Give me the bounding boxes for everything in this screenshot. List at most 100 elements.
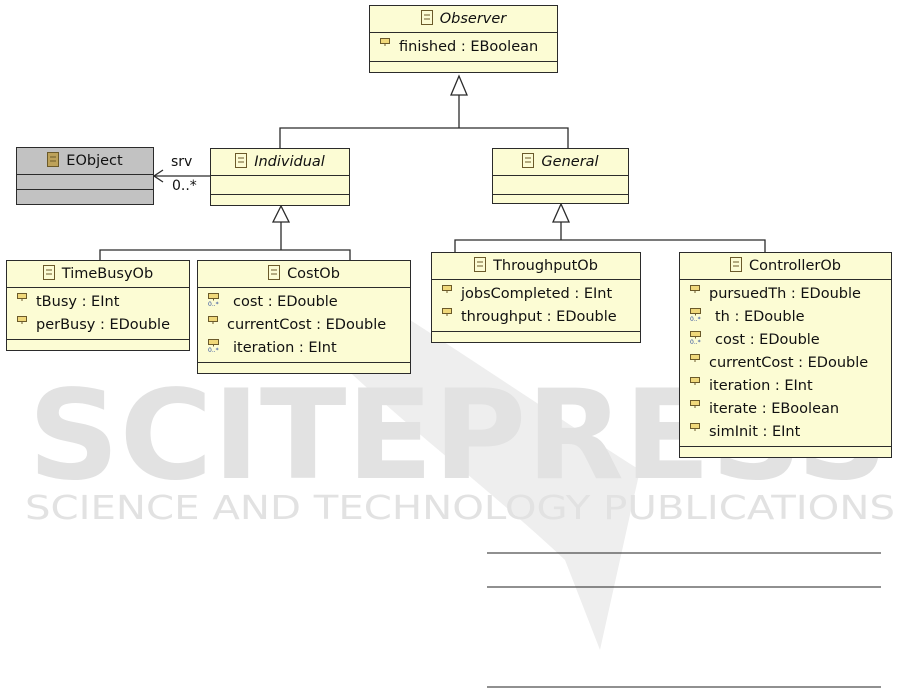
operation-compartment: [493, 195, 628, 205]
attribute-icon: [16, 315, 30, 334]
attribute-row[interactable]: finished : EBoolean: [370, 35, 557, 58]
attribute-text: iterate : EBoolean: [709, 400, 840, 417]
class-header: TimeBusyOb: [7, 261, 189, 288]
attribute-text: cost : EDouble: [233, 293, 338, 310]
attribute-text: currentCost : EDouble: [709, 354, 869, 371]
operation-compartment: [680, 447, 891, 457]
operation-compartment: [370, 62, 557, 72]
attribute-icon: [689, 284, 703, 303]
svg-text:0..*: 0..*: [690, 339, 701, 345]
attribute-text: th : EDouble: [715, 308, 805, 325]
association-role-label: srv: [171, 154, 193, 170]
class-costob[interactable]: CostOb 0..* cost : EDouble currentCost :…: [197, 260, 411, 374]
class-icon: [47, 151, 60, 171]
attribute-many-icon: 0..*: [207, 292, 227, 311]
class-header: Individual: [211, 149, 349, 176]
class-name: General: [541, 154, 599, 170]
class-header: CostOb: [198, 261, 410, 288]
attribute-icon: [689, 353, 703, 372]
attribute-row[interactable]: iteration : EInt: [680, 374, 891, 397]
attribute-row[interactable]: iterate : EBoolean: [680, 397, 891, 420]
class-individual[interactable]: Individual: [210, 148, 350, 206]
attribute-compartment: tBusy : EInt perBusy : EDouble: [7, 288, 189, 340]
association-multiplicity-label: 0..*: [172, 178, 197, 194]
attribute-text: tBusy : EInt: [36, 293, 120, 310]
class-observer[interactable]: Observer finished : EBoolean: [369, 5, 558, 73]
class-name: EObject: [66, 153, 123, 169]
attribute-text: jobsCompleted : EInt: [461, 285, 613, 302]
attribute-icon: [441, 284, 455, 303]
attribute-text: perBusy : EDouble: [36, 316, 171, 333]
svg-text:0..*: 0..*: [208, 347, 219, 353]
attribute-icon: [689, 399, 703, 418]
attribute-row[interactable]: 0..* iteration : EInt: [198, 336, 410, 359]
class-name: ControllerOb: [749, 258, 841, 274]
attribute-text: finished : EBoolean: [399, 38, 539, 55]
operation-compartment: [432, 332, 640, 342]
attribute-text: pursuedTh : EDouble: [709, 285, 861, 302]
attribute-icon: [16, 292, 30, 311]
attribute-many-icon: 0..*: [689, 330, 709, 349]
attribute-compartment: finished : EBoolean: [370, 33, 557, 62]
attribute-compartment: jobsCompleted : EInt throughput : EDoubl…: [432, 280, 640, 332]
class-name: ThroughputOb: [493, 258, 598, 274]
class-icon: [522, 152, 535, 172]
class-name: Observer: [439, 11, 507, 27]
attribute-text: cost : EDouble: [715, 331, 820, 348]
attribute-many-icon: 0..*: [207, 338, 227, 357]
class-header: EObject: [17, 148, 153, 175]
attribute-compartment: 0..* cost : EDouble currentCost : EDoubl…: [198, 288, 410, 363]
attribute-row[interactable]: 0..* cost : EDouble: [680, 328, 891, 351]
svg-text:0..*: 0..*: [690, 316, 701, 322]
attribute-row[interactable]: simInit : EInt: [680, 420, 891, 443]
class-name: CostOb: [287, 266, 340, 282]
class-header: Observer: [370, 6, 557, 33]
attribute-text: simInit : EInt: [709, 423, 801, 440]
attribute-row[interactable]: 0..* th : EDouble: [680, 305, 891, 328]
class-name: Individual: [254, 154, 325, 170]
class-general[interactable]: General: [492, 148, 629, 204]
operation-compartment: [7, 340, 189, 350]
attribute-compartment: [211, 176, 349, 195]
attribute-row[interactable]: pursuedTh : EDouble: [680, 282, 891, 305]
attribute-text: throughput : EDouble: [461, 308, 617, 325]
attribute-row[interactable]: throughput : EDouble: [432, 305, 640, 328]
attribute-text: currentCost : EDouble: [227, 316, 387, 333]
attribute-compartment: [17, 175, 153, 190]
class-icon: [235, 152, 248, 172]
attribute-compartment: [493, 176, 628, 195]
attribute-icon: [207, 315, 221, 334]
class-controllerob[interactable]: ControllerOb pursuedTh : EDouble 0..* th…: [679, 252, 892, 458]
operation-compartment: [211, 195, 349, 205]
class-icon: [474, 256, 487, 276]
attribute-text: iteration : EInt: [233, 339, 337, 356]
class-throughputob[interactable]: ThroughputOb jobsCompleted : EInt throug…: [431, 252, 641, 343]
svg-text:0..*: 0..*: [208, 301, 219, 307]
class-name: TimeBusyOb: [61, 266, 154, 282]
attribute-many-icon: 0..*: [689, 307, 709, 326]
attribute-row[interactable]: perBusy : EDouble: [7, 313, 189, 336]
class-header: ControllerOb: [680, 253, 891, 280]
class-eobject[interactable]: EObject: [16, 147, 154, 205]
attribute-icon: [379, 37, 393, 56]
attribute-icon: [441, 307, 455, 326]
class-timebusyob[interactable]: TimeBusyOb tBusy : EInt perBusy : EDoubl…: [6, 260, 190, 351]
attribute-row[interactable]: currentCost : EDouble: [198, 313, 410, 336]
attribute-compartment: pursuedTh : EDouble 0..* th : EDouble 0.…: [680, 280, 891, 447]
attribute-row[interactable]: currentCost : EDouble: [680, 351, 891, 374]
operation-compartment: [198, 363, 410, 373]
attribute-row[interactable]: 0..* cost : EDouble: [198, 290, 410, 313]
class-icon: [42, 264, 55, 284]
attribute-row[interactable]: tBusy : EInt: [7, 290, 189, 313]
attribute-icon: [689, 422, 703, 441]
class-header: ThroughputOb: [432, 253, 640, 280]
class-header: General: [493, 149, 628, 176]
class-icon: [420, 9, 433, 29]
attribute-row[interactable]: jobsCompleted : EInt: [432, 282, 640, 305]
class-icon: [730, 256, 743, 276]
operation-compartment: [17, 190, 153, 204]
watermark-sub: SCIENCE AND TECHNOLOGY PUBLICATIONS: [25, 488, 895, 527]
attribute-icon: [689, 376, 703, 395]
attribute-text: iteration : EInt: [709, 377, 813, 394]
